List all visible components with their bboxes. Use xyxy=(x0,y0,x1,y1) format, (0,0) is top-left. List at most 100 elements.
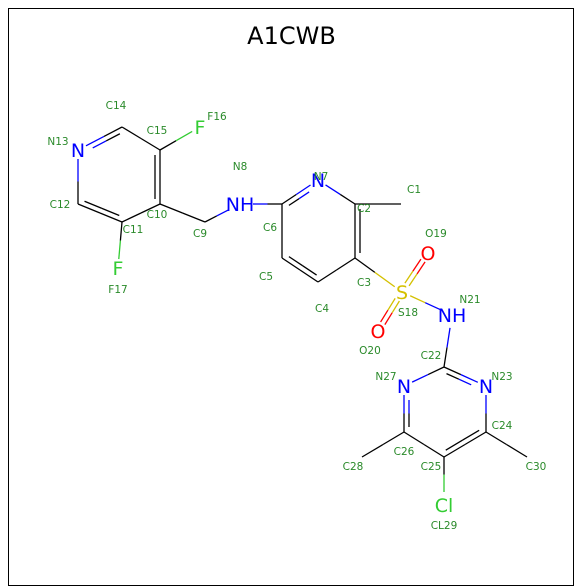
bond-layer xyxy=(77,126,528,492)
atom-label-c3: C3 xyxy=(357,277,371,289)
atom-label-c25: C25 xyxy=(421,461,442,473)
atom-symbol-n7: N xyxy=(311,170,325,192)
bond-n21-c22 xyxy=(443,347,448,368)
bond-n13-c14 xyxy=(92,140,107,149)
atom-label-c1: C1 xyxy=(407,184,421,196)
bond-n7-c2 xyxy=(325,184,341,195)
atom-label-c26: C26 xyxy=(394,446,415,458)
bond-c9-c10 xyxy=(182,212,206,223)
atom-label-c6: C6 xyxy=(263,222,277,234)
atom-symbol-n8: NH xyxy=(226,194,255,216)
atom-symbol-n13: N xyxy=(71,140,85,162)
bond-c24-c25 xyxy=(464,431,487,446)
bond-c6-n7 xyxy=(281,193,297,205)
atom-label-c30: C30 xyxy=(526,461,547,473)
bond-c14-c15 xyxy=(140,137,161,151)
atom-label-c4: C4 xyxy=(315,303,329,315)
atom-label-n21: N21 xyxy=(459,294,480,306)
atom-label-c15: C15 xyxy=(147,125,168,137)
bond-s18-o20 xyxy=(387,298,396,311)
bond-c24-c25 xyxy=(443,443,466,458)
bond-c4-c5 xyxy=(299,269,319,283)
atom-label-f16: F16 xyxy=(207,111,227,123)
diagram-frame xyxy=(8,8,574,586)
atom-label-c28: C28 xyxy=(343,461,364,473)
bond-n13-c14 xyxy=(106,133,121,142)
bond-n8-c9 xyxy=(204,215,218,223)
bond-n8-c9 xyxy=(216,209,229,217)
bond-s18-o19 xyxy=(412,258,422,272)
bond-c9-c10 xyxy=(159,203,183,214)
bond-c26-c28 xyxy=(382,431,405,446)
bond-c22-n23 xyxy=(446,373,460,380)
bond-c3-c4 xyxy=(317,269,337,283)
bond-s18-o19 xyxy=(408,273,418,287)
atom-label-c24: C24 xyxy=(492,420,513,432)
atom-symbol-n21: NH xyxy=(438,305,467,327)
bond-c22-n23 xyxy=(443,366,462,376)
bond-c25-c26 xyxy=(403,431,425,446)
bond-n13-c14 xyxy=(85,135,105,147)
bond-c6-n7 xyxy=(295,184,311,196)
atom-label-c5: C5 xyxy=(259,271,273,283)
bond-c3-s18 xyxy=(354,257,376,273)
atom-label-o19: O19 xyxy=(425,228,447,240)
atom-symbol-o19: O xyxy=(421,243,436,265)
atom-symbol-f17: F xyxy=(113,258,124,280)
bond-c3-s18 xyxy=(374,271,396,288)
bond-c11-c12 xyxy=(84,200,103,209)
bond-c14-c15 xyxy=(121,126,142,140)
atom-symbol-s18: S xyxy=(396,282,408,304)
bond-c11-f17 xyxy=(119,221,123,241)
atom-label-c9: C9 xyxy=(193,228,207,240)
bond-s18-o20 xyxy=(384,312,393,325)
atom-label-f17: F17 xyxy=(108,284,127,296)
bond-c22-n23 xyxy=(458,378,472,386)
bond-c10-c11 xyxy=(121,212,142,223)
atom-symbol-cl29: Cl xyxy=(435,495,454,517)
atom-label-n23: N23 xyxy=(491,371,512,383)
atom-label-c11: C11 xyxy=(123,224,144,236)
atom-label-n27: N27 xyxy=(375,371,396,383)
bond-c3-c4 xyxy=(336,257,356,271)
atom-label-layer: C1C2C3C4C5C6N7N8C9C10C11C12N13C14C15F16F… xyxy=(47,100,546,532)
bond-n27-c22 xyxy=(427,366,445,376)
bond-c24-c30 xyxy=(485,431,507,446)
bond-c4-c5 xyxy=(302,265,317,276)
bond-c24-c25 xyxy=(445,439,463,451)
atom-symbol-n27: N xyxy=(397,376,411,398)
atom-label-c2: C2 xyxy=(357,203,371,215)
bond-n21-c22 xyxy=(446,327,451,348)
bond-s18-o19 xyxy=(416,261,426,275)
bond-c11-c12 xyxy=(99,212,123,223)
bond-n7-c2 xyxy=(339,193,356,205)
bond-c11-c12 xyxy=(101,207,120,217)
bond-n13-c14 xyxy=(103,126,123,137)
atom-label-n8: N8 xyxy=(233,161,248,173)
bond-c11-c12 xyxy=(77,203,101,214)
bond-c4-c5 xyxy=(288,256,304,267)
bond-c4-c5 xyxy=(281,257,301,271)
bond-c6-n7 xyxy=(298,191,310,200)
molecule-title: A1CWB xyxy=(247,22,336,50)
atom-label-o20: O20 xyxy=(359,345,381,357)
bond-c11-f17 xyxy=(118,240,122,260)
atom-label-c12: C12 xyxy=(50,199,71,211)
atom-label-c14: C14 xyxy=(106,100,127,112)
atom-symbol-o20: O xyxy=(371,321,386,343)
atom-label-cl29: CL29 xyxy=(431,520,458,532)
bond-c25-c26 xyxy=(423,443,445,458)
atom-label-c22: C22 xyxy=(421,350,442,362)
bond-c10-c11 xyxy=(140,203,161,214)
bond-c15-f16 xyxy=(175,130,193,142)
bond-n27-c22 xyxy=(411,373,429,383)
bond-s18-o20 xyxy=(380,309,389,323)
bond-c24-c30 xyxy=(506,443,528,458)
bond-c15-f16 xyxy=(159,140,177,151)
atom-label-s18: S18 xyxy=(398,307,418,319)
atom-label-n7: N7 xyxy=(314,171,329,183)
bond-s18-o19 xyxy=(404,270,414,284)
atom-label-n13: N13 xyxy=(47,136,68,148)
